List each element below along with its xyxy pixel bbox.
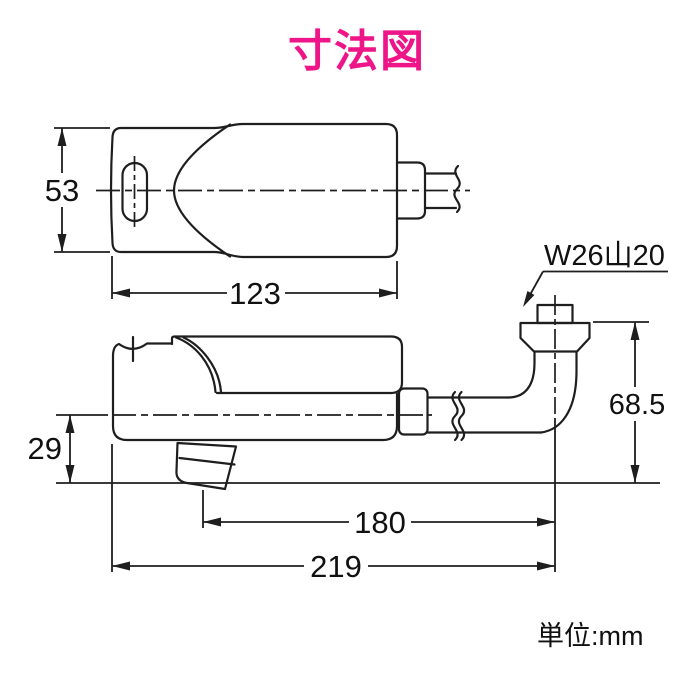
side-view (111, 303, 591, 491)
top-view-hood-curve (172, 123, 232, 258)
dim-123-label: 123 (229, 276, 281, 311)
hose-coupling (397, 387, 429, 436)
arrow-219-right (537, 561, 555, 571)
arrow-thread-leader (523, 291, 535, 307)
arrow-68.5-bottom (630, 465, 640, 483)
arrow-29-bottom (65, 465, 75, 483)
arrow-219-left (112, 561, 130, 571)
arrow-53-top (57, 128, 67, 146)
arrow-53-bottom (57, 234, 67, 252)
dimension-29-lines (56, 414, 660, 484)
arrow-123-right (379, 288, 397, 298)
arrow-180-left (203, 517, 221, 527)
arm-fillet-curve-inner (182, 336, 223, 394)
connection-nut (519, 321, 591, 353)
dim-53-label: 53 (45, 173, 79, 208)
dimension-180-lines (202, 490, 555, 528)
arrow-68.5-top (630, 322, 640, 340)
dim-29-label: 29 (28, 431, 62, 466)
arm-fillet-curve-outer (174, 336, 217, 394)
aerator-outlet (175, 441, 238, 491)
side-view-lower-body (111, 342, 399, 442)
dimension-123-lines (111, 256, 398, 299)
aerator-ring-line (178, 456, 236, 466)
top-view-break-line (453, 164, 461, 214)
elbow-inner-curve (506, 350, 536, 399)
dim-68.5-label: 68.5 (609, 389, 665, 421)
arrow-123-left (112, 288, 130, 298)
dim-180-label: 180 (354, 505, 406, 540)
page-title: 寸法図 (288, 27, 426, 76)
thread-label-leader (525, 270, 668, 303)
arrow-29-top (65, 415, 75, 433)
elbow-outer-curve (539, 350, 578, 434)
hose-break-line-2 (457, 390, 466, 442)
dim-219-label: 219 (310, 549, 362, 584)
arrow-180-right (537, 517, 555, 527)
thread-spec-label: W26山20 (544, 240, 665, 272)
top-view (109, 122, 461, 259)
unit-label: 単位:mm (537, 621, 643, 651)
dimension-219-lines (111, 418, 556, 572)
hose-break-line-1 (451, 390, 459, 442)
